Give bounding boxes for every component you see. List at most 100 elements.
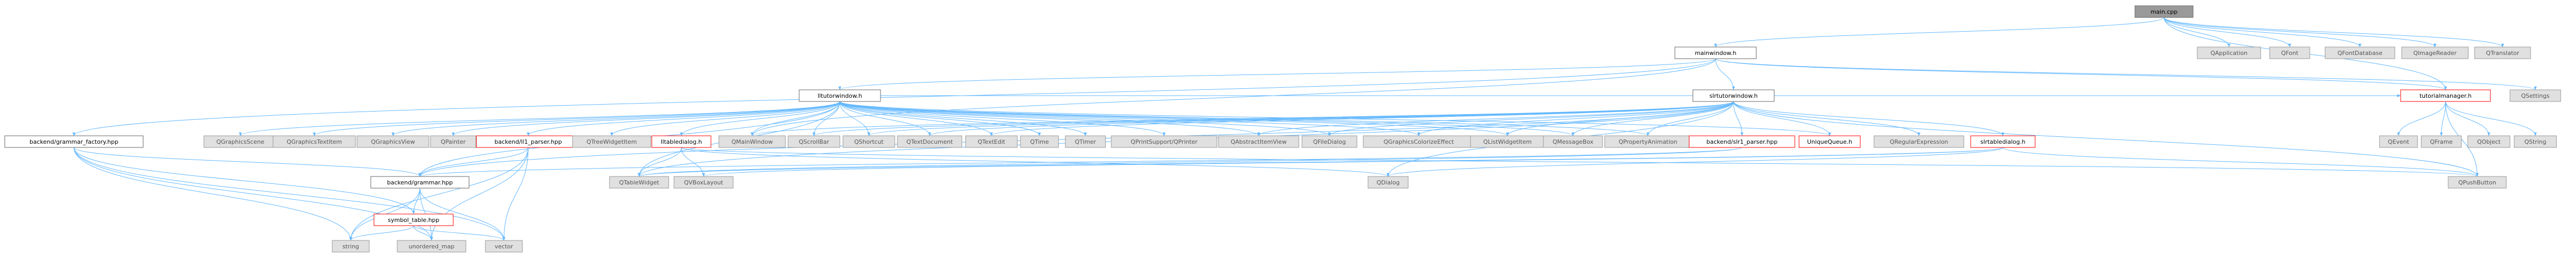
node-slrtutor[interactable]: slrtutorwindow.h (1692, 89, 1775, 102)
edge-lltutor-to-qshortcut (839, 101, 870, 136)
edge-grammar-to-vector (419, 188, 505, 241)
edge-lltutor-to-qscrollbar (812, 101, 840, 136)
node-unorderedmap[interactable]: unordered_map (397, 240, 466, 253)
node-qfont[interactable]: QFont (2269, 47, 2310, 59)
node-qregularexpression[interactable]: QRegularExpression (1874, 135, 1964, 148)
node-qmainwindow[interactable]: QMainWindow (718, 135, 786, 148)
edge-layer (72, 17, 2537, 241)
node-qtranslator[interactable]: QTranslator (2474, 47, 2531, 59)
node-qtime[interactable]: QTime (1020, 135, 1059, 148)
node-tutorialmanager[interactable]: tutorialmanager.h (2400, 89, 2491, 102)
node-grammar[interactable]: backend/grammar.hpp (370, 176, 470, 189)
node-factory[interactable]: backend/grammar_factory.hpp (4, 135, 144, 148)
node-box (373, 213, 454, 226)
edge-lltutor-to-ll1parser (527, 101, 840, 136)
edge-lltutor-to-qgraphicsscene (239, 101, 840, 136)
edge-slrtutor-to-qpropertyanimation (1646, 101, 1734, 136)
node-qpushbutton[interactable]: QPushButton (2448, 176, 2507, 189)
node-qpropertyanimation[interactable]: QPropertyAnimation (1604, 135, 1692, 148)
node-box (430, 135, 476, 148)
node-label: vector (495, 243, 513, 250)
node-slrtabledialog[interactable]: slrtabledialog.h (1970, 135, 2036, 148)
node-box (2197, 47, 2261, 59)
node-label: QGraphicsView (371, 138, 415, 145)
node-vector[interactable]: vector (485, 240, 523, 253)
edge-factory-to-unorderedmap (73, 147, 433, 241)
node-symboltable[interactable]: symbol_table.hpp (373, 213, 454, 226)
edge-lltutor-to-qgraphicstextitem (313, 101, 840, 136)
node-qgraphicstextitem[interactable]: QGraphicsTextItem (273, 135, 356, 148)
node-qtextdocument[interactable]: QTextDocument (897, 135, 962, 148)
node-box (651, 135, 711, 148)
node-qlistwidgetitem[interactable]: QListWidgetItem (1470, 135, 1545, 148)
node-qprintsupport[interactable]: QPrintSupport/QPrinter (1111, 135, 1217, 148)
node-layer: main.cpp mainwindow.h QApplication QFont QFo… (4, 5, 2561, 253)
node-qimagereader[interactable]: QImageReader (2401, 47, 2469, 59)
node-qgraphicsscene[interactable]: QGraphicsScene (203, 135, 277, 148)
node-label: QPushButton (2458, 179, 2496, 186)
edge-mainwindow-to-slrtutor (1715, 58, 1735, 90)
node-qtablewidget[interactable]: QTableWidget (609, 176, 669, 189)
node-qsettings[interactable]: QSettings (2509, 89, 2561, 102)
node-qstring[interactable]: QString (2514, 135, 2557, 148)
edge-slrtabledialog-to-qpushbutton (2002, 147, 2479, 177)
node-box (1543, 135, 1603, 148)
node-lltutor[interactable]: lltutorwindow.h (799, 89, 881, 102)
node-label: QFontDatabase (2337, 50, 2382, 57)
edge-slrtutor-to-uniquequeue (1733, 101, 1831, 136)
node-uniquequeue[interactable]: UniqueQueue.h (1798, 135, 1861, 148)
node-lltabledialog[interactable]: lltabledialog.h (651, 135, 711, 148)
node-qtreewidgetitem[interactable]: QTreeWidgetItem (572, 135, 651, 148)
node-qobject[interactable]: QObject (2467, 135, 2511, 148)
node-label: QImageReader (2413, 50, 2457, 57)
node-qevent[interactable]: QEvent (2379, 135, 2418, 148)
node-main[interactable]: main.cpp (2134, 5, 2194, 18)
edge-lltutor-to-qtimer (839, 101, 1087, 136)
node-slr1parser[interactable]: backend/slr1_parser.hpp (1689, 135, 1795, 148)
node-qdialog[interactable]: QDialog (1367, 176, 1409, 189)
edge-tutorialmanager-to-qframe (2440, 101, 2446, 136)
edge-lltutor-to-qtextedit (839, 101, 993, 136)
edge-lltutor-to-qfiledialog (839, 101, 1331, 136)
node-qgraphicscolorize[interactable]: QGraphicsColorizeEffect (1363, 135, 1475, 148)
edge-symboltable-to-string (349, 225, 414, 241)
node-qmessagebox[interactable]: QMessageBox (1543, 135, 1603, 148)
node-qapplication[interactable]: QApplication (2197, 47, 2261, 59)
edge-ll1parser-to-string (349, 147, 529, 241)
node-qvboxlayout[interactable]: QVBoxLayout (673, 176, 734, 189)
node-qabstractitemview[interactable]: QAbstractItemView (1218, 135, 1299, 148)
node-label: QTableWidget (619, 179, 660, 186)
node-box (2514, 135, 2557, 148)
node-mainwindow[interactable]: mainwindow.h (1674, 47, 1757, 59)
node-qpainter[interactable]: QPainter (430, 135, 476, 148)
node-box (965, 135, 1018, 148)
node-label: QSettings (2521, 92, 2550, 99)
node-qfontdatabase[interactable]: QFontDatabase (2325, 47, 2395, 59)
node-label: QPropertyAnimation (1618, 138, 1677, 145)
node-box (1020, 135, 1059, 148)
node-box (2509, 89, 2561, 102)
edge-main-to-qfont (2163, 17, 2291, 48)
edge-lltutor-to-qlistwidgetitem (839, 101, 1509, 136)
node-qtimer[interactable]: QTimer (1065, 135, 1106, 148)
node-box (397, 240, 466, 253)
node-box (1692, 89, 1775, 102)
edge-slrtabledialog-to-qvboxlayout (702, 147, 2003, 177)
edge-mainwindow-to-qsettings (1715, 58, 2537, 90)
node-qscrollbar[interactable]: QScrollBar (788, 135, 840, 148)
node-string[interactable]: string (332, 240, 370, 253)
node-qtextedit[interactable]: QTextEdit (965, 135, 1018, 148)
node-ll1parser[interactable]: backend/ll1_parser.hpp (476, 135, 580, 148)
node-label: tutorialmanager.h (2420, 92, 2472, 99)
node-qgraphicsview[interactable]: QGraphicsView (357, 135, 429, 148)
node-qshortcut[interactable]: QShortcut (842, 135, 895, 148)
edge-lltutor-to-qpainter (452, 101, 840, 136)
node-box (1218, 135, 1299, 148)
node-qframe[interactable]: QFrame (2421, 135, 2462, 148)
node-label: QTreeWidgetItem (586, 138, 636, 145)
node-label: QPainter (441, 138, 466, 145)
node-box (273, 135, 356, 148)
node-box (1111, 135, 1217, 148)
node-qfiledialog[interactable]: QFileDialog (1301, 135, 1357, 148)
